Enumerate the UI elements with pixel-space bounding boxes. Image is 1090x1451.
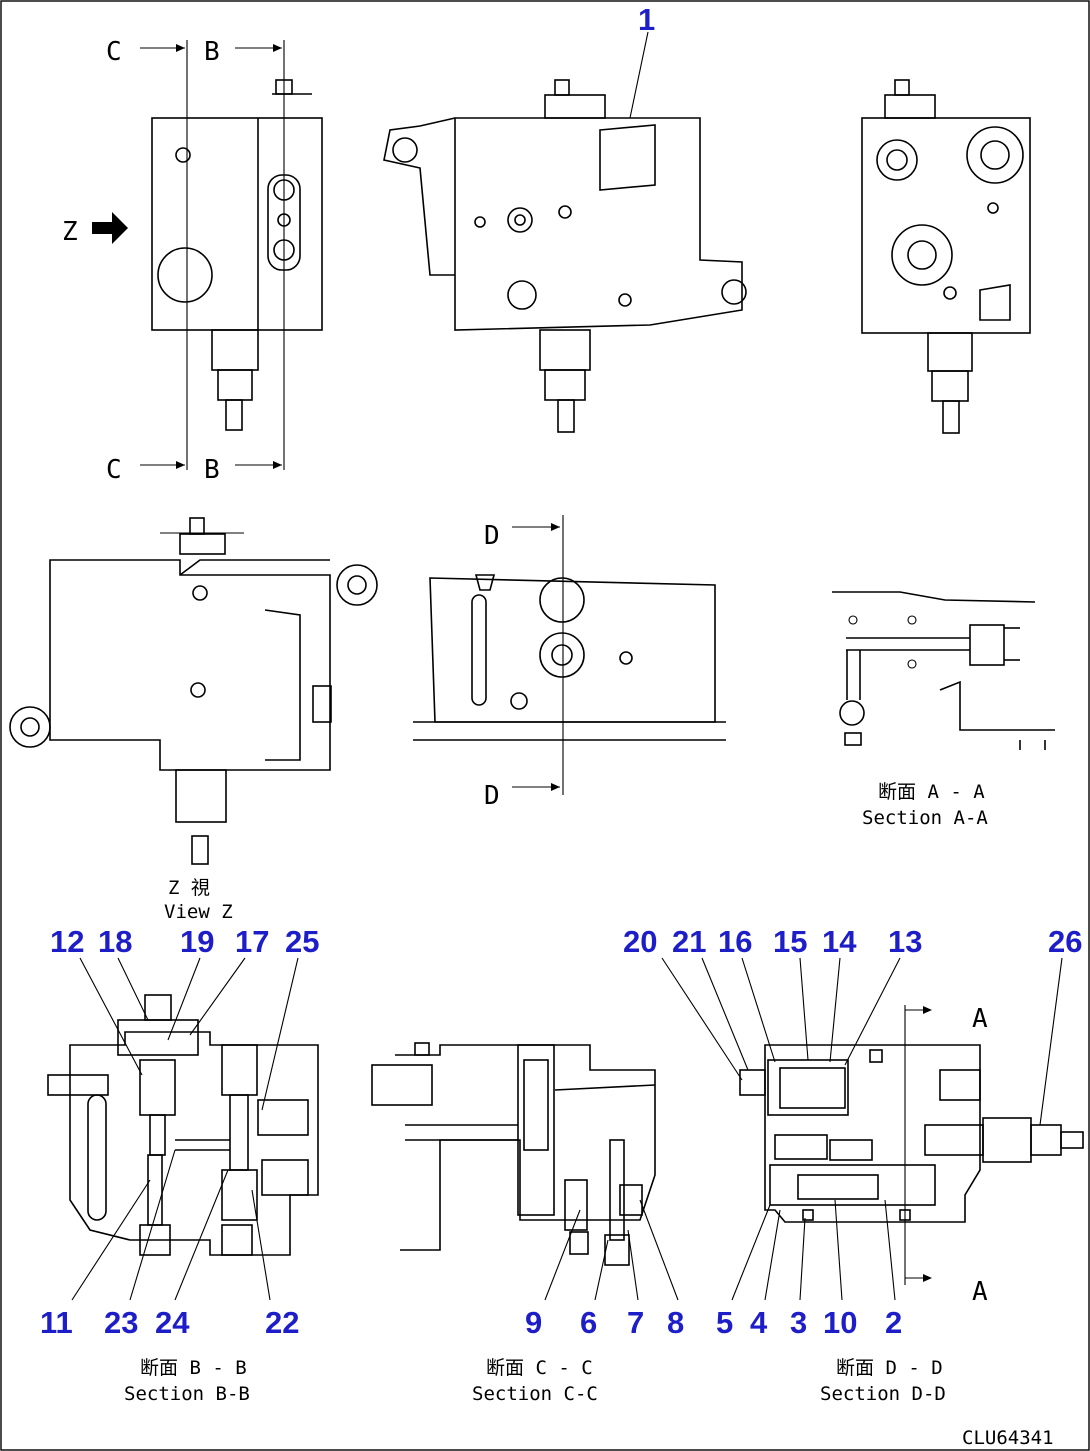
callout-2: 2 [885, 1305, 902, 1340]
section-mark-b-bottom: B [204, 455, 220, 485]
caption-view-z-en: View Z [164, 901, 233, 923]
section-aa-drawing [832, 591, 1055, 750]
section-mark-a-top: A [972, 1004, 988, 1034]
section-dd-drawing [739, 1005, 1084, 1285]
callout-23: 23 [104, 1305, 138, 1340]
caption-section-cc-jp: 断面 C - C [486, 1357, 593, 1379]
view-z-drawing [9, 517, 378, 865]
callout-10: 10 [823, 1305, 857, 1340]
section-mark-c-bottom: C [106, 455, 122, 485]
section-mark-d-bottom: D [484, 781, 500, 811]
view-z-label: Z [62, 217, 78, 247]
caption-section-aa-jp: 断面 A - A [878, 781, 985, 803]
side-view-right [861, 79, 1031, 434]
front-view [383, 31, 747, 433]
callout-17: 17 [235, 924, 269, 959]
section-mark-a-bottom: A [972, 1277, 988, 1307]
section-cc-drawing [371, 1042, 656, 1266]
callout-6: 6 [580, 1305, 597, 1340]
callout-15: 15 [773, 924, 807, 959]
section-mark-c-top: C [106, 37, 122, 67]
callout-20: 20 [623, 924, 657, 959]
view-z-arrow [92, 212, 128, 244]
caption-section-dd-jp: 断面 D - D [836, 1357, 943, 1379]
callout-24: 24 [155, 1305, 190, 1340]
caption-section-bb-jp: 断面 B - B [140, 1357, 247, 1379]
callout-7: 7 [627, 1305, 644, 1340]
drawing-code: CLU64341 [962, 1427, 1054, 1449]
section-mark-d-top: D [484, 521, 500, 551]
section-mark-b-top: B [204, 37, 220, 67]
section-dd-leaders [661, 957, 1063, 1301]
callout-5: 5 [716, 1305, 733, 1340]
caption-section-dd-en: Section D-D [820, 1383, 946, 1405]
caption-section-bb-en: Section B-B [124, 1383, 250, 1405]
callout-19: 19 [180, 924, 214, 959]
caption-view-z-jp: Z 視 [168, 877, 210, 899]
caption-section-cc-en: Section C-C [472, 1383, 598, 1405]
center-section-view [413, 515, 726, 795]
callout-12: 12 [50, 924, 84, 959]
side-view-left [92, 40, 323, 470]
callout-14: 14 [822, 924, 857, 959]
callout-8: 8 [667, 1305, 684, 1340]
section-cc-leaders [544, 1199, 679, 1301]
callout-4: 4 [750, 1305, 768, 1340]
callout-1: 1 [638, 2, 655, 37]
callout-16: 16 [718, 924, 752, 959]
callout-25: 25 [285, 924, 319, 959]
callout-21: 21 [672, 924, 706, 959]
callout-18: 18 [98, 924, 132, 959]
section-bb-leaders [71, 957, 299, 1301]
callout-11: 11 [40, 1305, 73, 1340]
callout-22: 22 [265, 1305, 299, 1340]
caption-section-aa-en: Section A-A [862, 807, 988, 829]
callout-13: 13 [888, 924, 922, 959]
section-bb-drawing [47, 994, 319, 1256]
callout-3: 3 [790, 1305, 807, 1340]
callout-9: 9 [525, 1305, 542, 1340]
callout-26: 26 [1048, 924, 1082, 959]
